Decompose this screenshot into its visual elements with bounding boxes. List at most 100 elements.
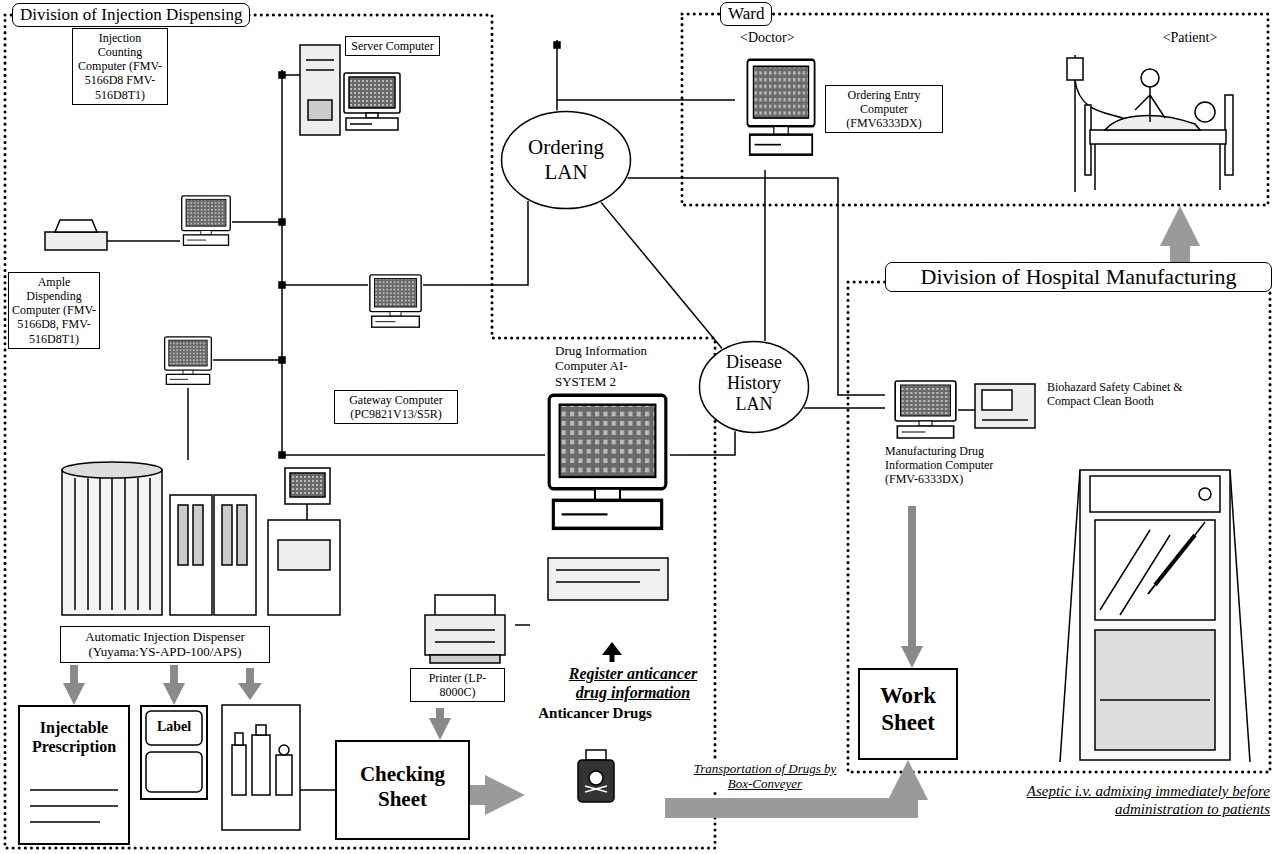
lan-bus <box>556 40 558 100</box>
server-computer-icon <box>306 69 334 71</box>
region-outline <box>682 14 1268 205</box>
computer-icon <box>165 337 212 385</box>
node-label: <Patient> <box>1145 30 1235 47</box>
automatic-dispenser <box>268 520 340 615</box>
computer-node: Server Computer <box>345 36 440 60</box>
safety-cabinet: Biohazard Safety Cabinet & Compact Clean… <box>1042 375 1270 770</box>
computer-node: Gateway Computer (PC9821V13/S5R) <box>330 272 462 430</box>
ampoules <box>232 745 246 795</box>
server-computer-icon <box>306 59 334 61</box>
safety-cabinet <box>1100 530 1150 610</box>
patient-bed <box>1090 130 1226 144</box>
node-label: <Doctor> <box>740 30 820 47</box>
keyboard-base <box>548 558 668 600</box>
connector <box>601 202 722 348</box>
server-computer-icon <box>300 45 340 135</box>
node-label: Injection Counting Computer (FMV-5166D8 … <box>72 28 168 105</box>
patient-bed <box>1135 87 1165 122</box>
region-outline <box>5 14 1270 848</box>
safety-cabinet <box>1060 470 1250 762</box>
computer-node: Drug Information Computer AI-SYSTEM 2 <box>530 343 690 640</box>
printer-icon <box>435 595 495 617</box>
node-label: Disease History LAN <box>715 352 793 416</box>
printer-icon <box>430 655 500 663</box>
edge-label: Transportation of Drugs by Box-Conveyer <box>685 761 845 792</box>
region: Ward<Doctor>Ordering Entry Computer (FMV… <box>682 2 1270 206</box>
printer-icon <box>45 232 107 250</box>
printer-icon <box>435 629 495 631</box>
automatic-dispenser <box>111 478 113 610</box>
document-lines <box>30 789 118 791</box>
connector <box>665 800 908 808</box>
printer-icon <box>45 220 505 663</box>
lan-bus <box>213 359 282 361</box>
automatic-dispenser <box>74 478 76 610</box>
node-label: Division of Injection Dispensing <box>12 3 250 27</box>
computer-icon <box>549 395 666 528</box>
ampoules <box>252 735 270 795</box>
safety-cabinet <box>1095 520 1215 620</box>
document-box: Checking Sheet <box>335 740 470 840</box>
annotation: Aseptic i.v. admixing immediately before… <box>935 782 1270 818</box>
connector <box>908 506 916 646</box>
automatic-dispenser <box>62 470 162 615</box>
automatic-dispenser <box>222 505 232 565</box>
region-outline <box>5 15 715 848</box>
node-label: Ordering LAN <box>516 135 616 185</box>
drug-node: Anticancer Drugs <box>525 705 665 815</box>
patient-node: <Patient> <box>1050 30 1260 202</box>
document-box: Injectable Prescription <box>18 705 130 845</box>
ellipse-outline <box>700 342 809 433</box>
lan-bus <box>281 70 283 455</box>
clean-booth-device <box>975 384 1035 428</box>
node-label: Anticancer Drugs <box>525 705 665 723</box>
computer-node: Ample Dispending Computer (FMV-5166D8, F… <box>5 272 215 388</box>
patient-bed <box>1067 58 1083 80</box>
lan-bus <box>554 42 560 48</box>
connector <box>70 665 78 683</box>
node-label: Automatic Injection Dispenser (Yuyama:YS… <box>60 626 270 663</box>
safety-cabinet <box>1195 522 1205 535</box>
server-computer-icon <box>300 45 400 135</box>
region-outline <box>848 282 1270 772</box>
drug-bottle <box>586 750 606 760</box>
computer-icon <box>747 60 814 155</box>
drug-bottle <box>589 771 603 785</box>
automatic-dispenser <box>149 478 151 610</box>
computer-icon <box>895 381 956 438</box>
connector <box>764 170 766 341</box>
computer-icon <box>182 196 231 245</box>
node-label: Drug Information Computer AI-SYSTEM 2 <box>555 343 665 389</box>
node-label: Gateway Computer (PC9821V13/S5R) <box>334 390 458 424</box>
safety-cabinet <box>1155 535 1195 585</box>
automatic-dispenser <box>193 505 203 565</box>
connector <box>470 785 485 805</box>
patient-bed <box>1067 55 1233 192</box>
lan-bus <box>423 284 462 286</box>
clean-booth-device <box>982 419 1028 421</box>
ampoules <box>222 705 300 830</box>
server-computer-icon <box>344 73 400 130</box>
automatic-dispenser <box>178 505 188 565</box>
register-arrow <box>602 642 622 662</box>
keyboard-base <box>556 581 640 583</box>
computer-node: Injection Counting Computer (FMV-5166D8 … <box>72 28 168 114</box>
connector <box>462 201 528 285</box>
block-arrow <box>238 668 262 700</box>
ampoules <box>235 733 243 745</box>
ellipse-outline <box>502 112 631 209</box>
keyboard-base <box>548 558 668 600</box>
safety-cabinet <box>1095 630 1215 750</box>
block-arrow <box>246 668 254 684</box>
connector <box>436 708 444 718</box>
clean-booth-device <box>982 390 1012 410</box>
lan-bus <box>282 454 545 456</box>
lan-bus <box>107 40 975 790</box>
document-lines <box>30 790 118 822</box>
automatic-dispenser <box>290 473 325 497</box>
ampoules <box>256 725 266 735</box>
automatic-dispenser <box>285 468 330 504</box>
connector <box>557 100 735 110</box>
node-label: Ordering Entry Computer (FMV6333DX) <box>825 85 943 133</box>
